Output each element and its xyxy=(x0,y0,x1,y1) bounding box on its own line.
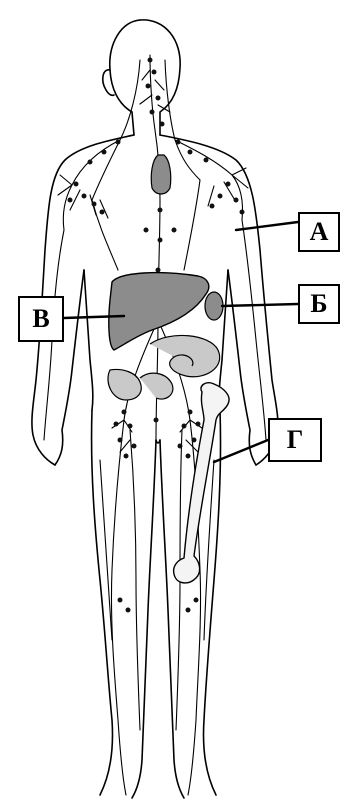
label-a: А xyxy=(298,212,340,252)
label-v: В xyxy=(18,296,64,342)
leader-line-b xyxy=(222,304,298,306)
label-g: Г xyxy=(268,418,322,462)
label-b: Б xyxy=(298,284,340,324)
thymus xyxy=(151,155,171,194)
body-outline xyxy=(32,20,278,798)
leader-line-g xyxy=(214,440,268,462)
femur xyxy=(174,383,229,583)
leader-line-a xyxy=(236,222,298,230)
spleen xyxy=(205,292,223,320)
